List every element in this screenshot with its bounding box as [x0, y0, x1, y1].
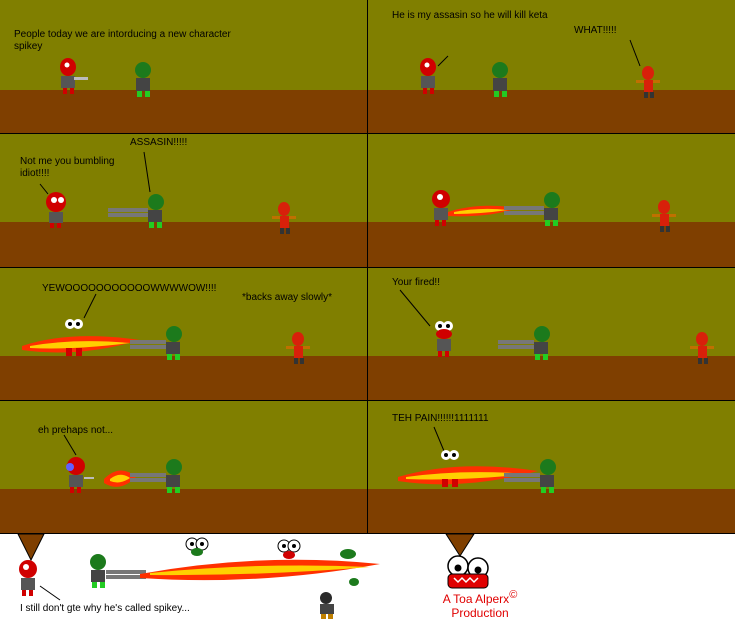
keta-character — [652, 200, 676, 232]
panel-3-scene — [0, 134, 367, 267]
panel-6-scene — [368, 268, 735, 401]
panel-5-scene — [0, 268, 367, 401]
caption-2b: WHAT!!!!! — [574, 25, 617, 36]
assassin-with-gun — [498, 326, 550, 360]
keta-character — [690, 332, 714, 364]
assassin-with-gun — [504, 192, 560, 226]
panel-borders — [0, 0, 735, 534]
spikey-burning — [65, 319, 83, 356]
panel-3: Not me you bumbling idiot!!!! ASSASIN!!!… — [0, 134, 367, 267]
keta-character — [636, 66, 660, 98]
keta-character — [272, 202, 296, 234]
caption-6a: Your fired!! — [392, 277, 440, 288]
spikey-burning — [277, 539, 301, 559]
caption-3c: ASSASIN!!!!! — [130, 137, 188, 148]
copyright-symbol: © — [509, 589, 518, 601]
spikey-character — [435, 321, 453, 357]
assassin-with-gun — [108, 194, 164, 228]
caption-2a: He is my assasin so he will kill keta — [392, 10, 548, 21]
spikey-character — [420, 58, 436, 94]
caption-5a: YEWOOOOOOOOOOOWWWWOW!!!! — [42, 283, 217, 294]
caption-3a: Not me you bumbling — [20, 156, 115, 167]
spikey-burning — [185, 537, 209, 556]
panel-8-scene — [368, 401, 735, 534]
alperx-logo — [447, 555, 489, 589]
footer-caption: I still don't gte why he's called spikey… — [20, 603, 190, 614]
caption-3b: idiot!!!! — [20, 168, 50, 179]
panel-4 — [368, 134, 735, 267]
assassin-with-gun — [130, 326, 182, 360]
credit-line-1: A Toa Alperx© — [420, 588, 540, 606]
spikey-character — [60, 58, 88, 94]
panel-1: People today we are intorducing a new ch… — [0, 0, 367, 133]
spikey-character — [46, 192, 66, 228]
caption-5b: *backs away slowly* — [242, 292, 333, 303]
keta-character — [286, 332, 310, 364]
caption-1a: People today we are intorducing a new ch… — [14, 29, 231, 40]
panel-1-scene — [0, 0, 367, 133]
panel-2: He is my assasin so he will kill keta WH… — [368, 0, 735, 133]
caption-8a: TEH PAIN!!!!!!1111111 — [392, 413, 489, 424]
green-leaf — [340, 549, 356, 559]
panel-4-scene — [368, 134, 735, 267]
credit-name: A Toa Alperx — [442, 592, 510, 606]
credit-block: A Toa Alperx© Production — [420, 588, 540, 620]
assassin-with-gun — [90, 554, 146, 588]
spikey-character — [19, 560, 37, 596]
footer-scene — [17, 534, 489, 619]
spikey-character — [66, 457, 94, 493]
spikey-burning — [441, 450, 459, 487]
panel-2-scene — [368, 0, 735, 133]
panel-6: Your fired!! — [368, 268, 735, 401]
panel-8: TEH PAIN!!!!!!1111111 — [368, 401, 735, 534]
assassin-character — [135, 62, 151, 97]
panel-7-scene — [0, 401, 367, 534]
small-figure — [320, 592, 334, 619]
caption-1b: spikey — [14, 41, 43, 52]
spikey-character — [432, 190, 450, 226]
caption-7a: eh prehaps not... — [38, 425, 114, 436]
assassin-with-gun — [130, 459, 182, 493]
panel-7: eh prehaps not... — [0, 401, 367, 534]
credit-line-2: Production — [451, 606, 509, 620]
panel-5: YEWOOOOOOOOOOOWWWWOW!!!! *backs away slo… — [0, 268, 367, 401]
assassin-with-gun — [504, 459, 556, 493]
assassin-character — [492, 62, 508, 97]
